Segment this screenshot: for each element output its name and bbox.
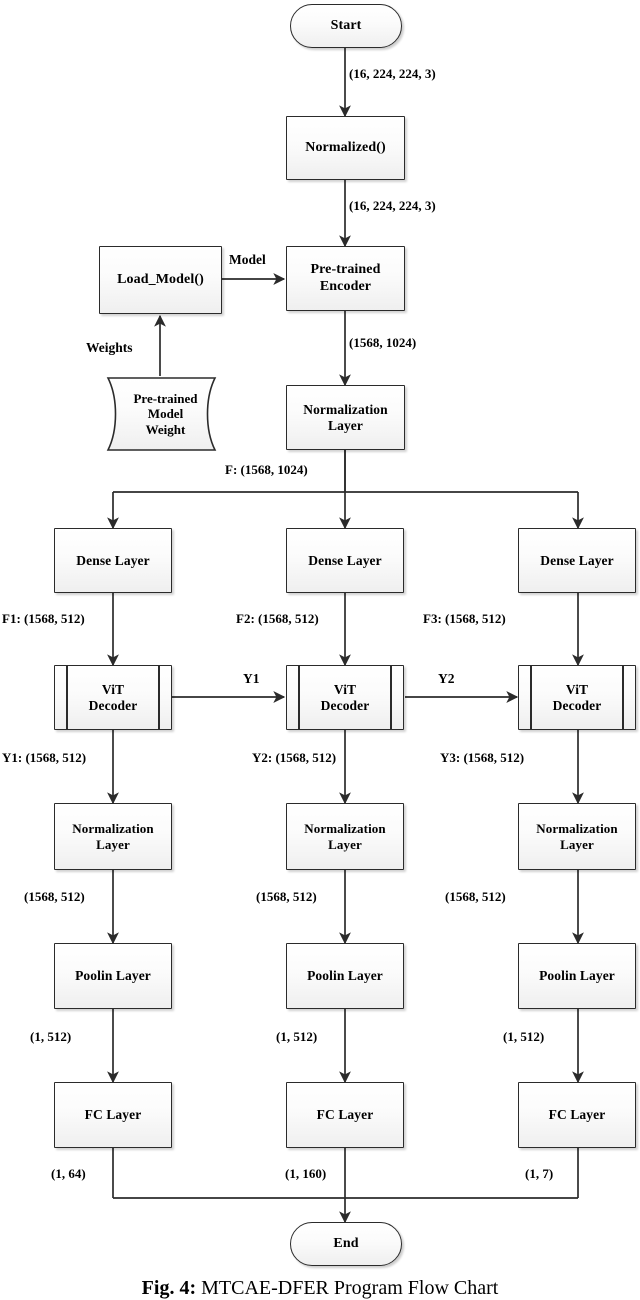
node-start[interactable]: Start xyxy=(290,4,402,48)
subroutine-bar-left-icon xyxy=(530,666,532,729)
norm3-line-1: Normalization xyxy=(536,821,618,837)
edge-label-pool-out-3: (1, 512) xyxy=(503,1029,545,1044)
node-end[interactable]: End xyxy=(290,1222,402,1266)
node-pooling-layer-3-label: Poolin Layer xyxy=(539,968,615,984)
edge-label-fc-out-1: (1, 64) xyxy=(51,1166,86,1181)
node-normalized[interactable]: Normalized() xyxy=(286,116,405,180)
node-pooling-layer-1[interactable]: Poolin Layer xyxy=(54,943,172,1009)
edge-label-vit-chain-1: Y1 xyxy=(243,671,260,686)
node-dense-layer-3-label: Dense Layer xyxy=(540,552,614,568)
node-normalization-layer-2[interactable]: Normalization Layer xyxy=(286,803,404,870)
node-dense-layer-2-label: Dense Layer xyxy=(308,552,382,568)
edge-label-loadmodel-to-encoder: Model xyxy=(229,252,266,267)
weight-line-2: Model xyxy=(147,406,184,422)
edge-label-fc-out-3: (1, 7) xyxy=(525,1166,554,1181)
node-pretrained-model-weight-label: Pre-trained Model Weight xyxy=(123,391,197,438)
norm3-line-2: Layer xyxy=(560,836,594,852)
node-vit-decoder-1[interactable]: ViT Decoder xyxy=(54,665,172,730)
subroutine-bar-right-icon xyxy=(622,666,624,729)
node-vit-decoder-2-label: ViT Decoder xyxy=(317,682,374,714)
node-start-label: Start xyxy=(330,17,362,33)
edge-label-norm-out-2: (1568, 512) xyxy=(256,889,317,904)
subroutine-bar-left-icon xyxy=(298,666,300,729)
figure-caption: Fig. 4: MTCAE-DFER Program Flow Chart xyxy=(0,1277,640,1300)
edge-label-dense-out-1: F1: (1568, 512) xyxy=(2,611,85,626)
node-normalization-layer-1-label: Normalization Layer xyxy=(68,821,157,852)
node-dense-layer-1[interactable]: Dense Layer xyxy=(54,528,172,593)
vit1-line-1: ViT xyxy=(101,681,125,697)
node-fc-layer-1[interactable]: FC Layer xyxy=(54,1082,172,1148)
vit3-line-2: Decoder xyxy=(552,697,602,713)
node-pooling-layer-1-label: Poolin Layer xyxy=(75,968,151,984)
edge-label-dense-out-3: F3: (1568, 512) xyxy=(423,611,506,626)
stored-data-shape xyxy=(106,377,217,451)
figure-caption-prefix: Fig. 4: xyxy=(141,1277,197,1299)
norm1-line-1: Normalization xyxy=(72,821,154,837)
encoder-line-2: Encoder xyxy=(319,278,372,294)
subroutine-bar-right-icon xyxy=(390,666,392,729)
subroutine-bar-left-icon xyxy=(66,666,68,729)
figure-caption-text: MTCAE-DFER Program Flow Chart xyxy=(201,1277,499,1299)
normmain-line-2: Layer xyxy=(327,417,363,433)
edge-label-fc-out-2: (1, 160) xyxy=(285,1166,327,1181)
node-vit-decoder-3[interactable]: ViT Decoder xyxy=(518,665,636,730)
edge-label-vit-chain-2: Y2 xyxy=(438,671,455,686)
norm1-line-2: Layer xyxy=(96,836,130,852)
node-normalized-label: Normalized() xyxy=(305,139,386,155)
node-pooling-layer-2-label: Poolin Layer xyxy=(307,968,383,984)
vit2-line-2: Decoder xyxy=(320,697,370,713)
norm2-line-1: Normalization xyxy=(304,821,386,837)
node-pooling-layer-3[interactable]: Poolin Layer xyxy=(518,943,636,1009)
node-normalization-layer-main-label: Normalization Layer xyxy=(299,402,392,434)
edge-label-norm-out-1: (1568, 512) xyxy=(24,889,85,904)
norm2-line-2: Layer xyxy=(328,836,362,852)
node-pretrained-encoder[interactable]: Pre-trained Encoder xyxy=(286,246,405,311)
vit3-line-1: ViT xyxy=(565,681,589,697)
edge-label-pool-out-1: (1, 512) xyxy=(30,1029,72,1044)
edge-label-vit-out-2: Y2: (1568, 512) xyxy=(252,750,337,765)
node-pretrained-encoder-label: Pre-trained Encoder xyxy=(306,262,384,295)
vit2-line-1: ViT xyxy=(333,681,357,697)
node-fc-layer-2-label: FC Layer xyxy=(316,1107,374,1123)
edge-label-dense-out-2: F2: (1568, 512) xyxy=(236,611,319,626)
encoder-line-1: Pre-trained xyxy=(310,261,381,277)
node-dense-layer-3[interactable]: Dense Layer xyxy=(518,528,636,593)
node-fc-layer-2[interactable]: FC Layer xyxy=(286,1082,404,1148)
node-fc-layer-3-label: FC Layer xyxy=(548,1107,606,1123)
subroutine-bar-right-icon xyxy=(158,666,160,729)
node-fc-layer-3[interactable]: FC Layer xyxy=(518,1082,636,1148)
edge-label-vit-out-1: Y1: (1568, 512) xyxy=(2,750,87,765)
node-vit-decoder-1-label: ViT Decoder xyxy=(85,682,142,714)
node-normalization-layer-1[interactable]: Normalization Layer xyxy=(54,803,172,870)
node-normalization-layer-2-label: Normalization Layer xyxy=(300,821,389,852)
node-pretrained-model-weight[interactable]: Pre-trained Model Weight xyxy=(95,376,226,452)
node-vit-decoder-2[interactable]: ViT Decoder xyxy=(286,665,404,730)
weight-line-1: Pre-trained xyxy=(133,390,198,406)
edge-label-start-to-normalized: (16, 224, 224, 3) xyxy=(349,66,436,81)
edge-label-vit-out-3: Y3: (1568, 512) xyxy=(440,750,525,765)
edge-label-pool-out-2: (1, 512) xyxy=(276,1029,318,1044)
node-load-model-label: Load_Model() xyxy=(117,271,204,287)
node-normalization-layer-main[interactable]: Normalization Layer xyxy=(286,385,405,450)
edge-label-weights: Weights xyxy=(86,340,133,355)
node-normalization-layer-3[interactable]: Normalization Layer xyxy=(518,803,636,870)
edge-label-encoder-to-norm: (1568, 1024) xyxy=(349,335,417,350)
node-vit-decoder-3-label: ViT Decoder xyxy=(549,682,606,714)
node-load-model[interactable]: Load_Model() xyxy=(99,246,222,314)
edge-label-norm-out-3: (1568, 512) xyxy=(445,889,506,904)
edge-label-f-branch: F: (1568, 1024) xyxy=(225,462,308,477)
weight-line-3: Weight xyxy=(145,421,186,437)
normmain-line-1: Normalization xyxy=(303,401,388,417)
node-pooling-layer-2[interactable]: Poolin Layer xyxy=(286,943,404,1009)
vit1-line-2: Decoder xyxy=(88,697,138,713)
edge-label-normalized-to-encoder: (16, 224, 224, 3) xyxy=(349,198,436,213)
node-dense-layer-2[interactable]: Dense Layer xyxy=(286,528,404,593)
node-normalization-layer-3-label: Normalization Layer xyxy=(532,821,621,852)
node-fc-layer-1-label: FC Layer xyxy=(84,1107,142,1123)
node-dense-layer-1-label: Dense Layer xyxy=(76,552,150,568)
node-end-label: End xyxy=(333,1235,359,1251)
